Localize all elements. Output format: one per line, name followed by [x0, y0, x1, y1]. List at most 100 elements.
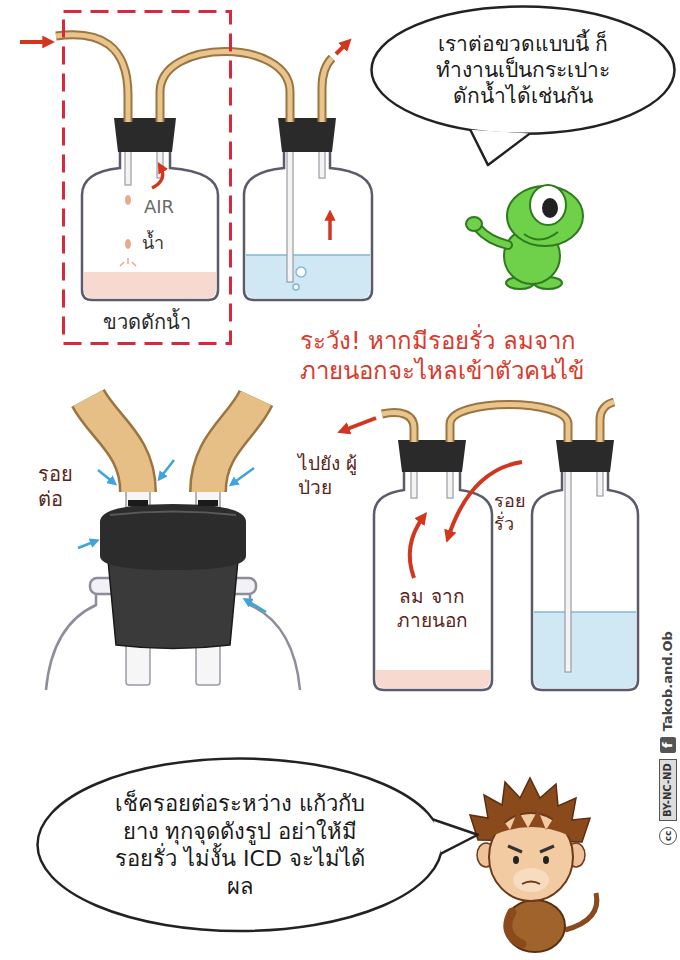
bubble-outline [38, 759, 443, 932]
rubber-stopper [114, 118, 336, 152]
bubble-tail [470, 130, 529, 165]
air-arrow [152, 166, 330, 240]
license-badge: cc [659, 827, 677, 845]
monkey-figure [508, 912, 522, 944]
rubber-tube [450, 405, 568, 443]
rubber-tube [88, 398, 256, 492]
rubber-stopper [100, 504, 246, 570]
leak-label: รอย รั่ว [494, 490, 534, 535]
dashed-frame [64, 12, 231, 344]
bubble-tail [470, 130, 529, 165]
glass-tube [287, 150, 293, 282]
glass-tube [125, 150, 131, 185]
leak-arrow [342, 418, 376, 431]
air-bubble [296, 267, 306, 277]
glass-tube [597, 470, 603, 496]
air-arrow [152, 166, 163, 188]
air-bubble [293, 284, 299, 290]
bottle-liquid [246, 255, 370, 298]
water-drop [120, 195, 136, 266]
joint-pointer [78, 541, 96, 548]
monkey-figure [513, 868, 549, 892]
rubber-tube [56, 35, 128, 122]
rubber-tube [88, 398, 138, 492]
leak-arrow [410, 516, 424, 578]
rubber-tube [382, 413, 414, 442]
warning-note: ระวัง! หากมีรอยรั่ว ลมจาก ภายนอกจะไหลเข้… [300, 326, 665, 386]
air-bubble [293, 267, 306, 290]
rubber-stopper [128, 500, 148, 506]
text-holder: เราต่อขวดแบบนี้ ก็ทำงานเป็นกระเปาะ ดักน้… [423, 31, 623, 110]
monkey-figure [522, 882, 540, 885]
monkey-figure [565, 893, 597, 930]
frame-label: ขวดดักน้ำ [103, 310, 191, 335]
speech-text: เช็ครอยต่อระหว่าง แก้วกับยาง ทุกจุดดังรู… [105, 790, 375, 900]
bottle-liquid [246, 254, 370, 256]
watermark-text: Takob.and.Ob [660, 631, 676, 731]
bubble-outline [36, 757, 444, 933]
water-label: น้ำ [142, 232, 164, 255]
rubber-tube [56, 35, 128, 122]
rubber-stopper [100, 500, 246, 649]
text-holder: ขวดดักน้ำ [103, 310, 191, 335]
joint-pointer [246, 600, 266, 612]
rubber-tube [160, 52, 290, 123]
water-drop [120, 258, 136, 266]
speech-bubble: เช็ครอยต่อระหว่าง แก้วกับยาง ทุกจุดดังรู… [36, 757, 444, 933]
bottle-glass [82, 150, 372, 300]
monkey-figure [513, 856, 519, 864]
bottle-glass [374, 470, 638, 690]
monkey-figure [470, 778, 597, 952]
frog-figure [530, 185, 566, 225]
rubber-tube [600, 402, 614, 442]
bottle-liquid [534, 611, 636, 613]
rubber-tube [88, 398, 138, 492]
bottle-neck [46, 585, 96, 690]
frog-figure [524, 232, 558, 240]
joint-pointer [98, 470, 114, 483]
rubber-tube [208, 398, 256, 492]
bubble-outline [372, 6, 675, 133]
frog-figure [478, 228, 508, 245]
monkey-figure [505, 900, 565, 952]
frog-figure [507, 186, 583, 246]
water-drop [125, 195, 131, 205]
glass-tube [125, 150, 325, 282]
bottle-liquid [376, 670, 490, 688]
monkey-figure [508, 846, 554, 852]
monkey-figure [492, 810, 570, 836]
rubber-stopper [278, 118, 336, 152]
rubber-tube [382, 402, 614, 442]
rubber-stopper [556, 440, 614, 472]
air-arrow [328, 214, 332, 240]
license-badge: BY-NC-ND [659, 759, 677, 821]
bottle-glass [532, 470, 638, 690]
bottle-liquid [534, 612, 636, 688]
rubber-stopper [114, 118, 176, 152]
rubber-tube [382, 413, 414, 442]
bubble-tail [433, 820, 478, 854]
trap-bottle-frame: ขวดดักน้ำ [62, 10, 232, 345]
bottle-neck [250, 585, 300, 690]
rubber-stopper [398, 440, 466, 472]
rubber-tube [600, 402, 614, 442]
glass-tube [319, 150, 325, 178]
water-drop [125, 239, 131, 249]
bottle-liquid [84, 272, 216, 298]
text-holder: เช็ครอยต่อระหว่าง แก้วกับยาง ทุกจุดดังรู… [105, 790, 375, 900]
air-label: AIR [144, 196, 174, 219]
rubber-stopper [108, 560, 238, 649]
frog-figure [542, 198, 558, 218]
outside-air-label: ลม จาก ภายนอก [392, 585, 472, 633]
facebook-icon: f [660, 737, 676, 753]
joint-label: รอย ต่อ [38, 462, 90, 512]
frame-outline [62, 10, 232, 345]
bottle-glass [374, 470, 492, 690]
glass-tube [565, 470, 571, 672]
flow-arrow [336, 42, 348, 54]
monkey-figure [543, 856, 549, 864]
bottle-liquid [84, 255, 370, 298]
bottle-glass [244, 150, 372, 300]
joint-pointer [232, 468, 254, 484]
